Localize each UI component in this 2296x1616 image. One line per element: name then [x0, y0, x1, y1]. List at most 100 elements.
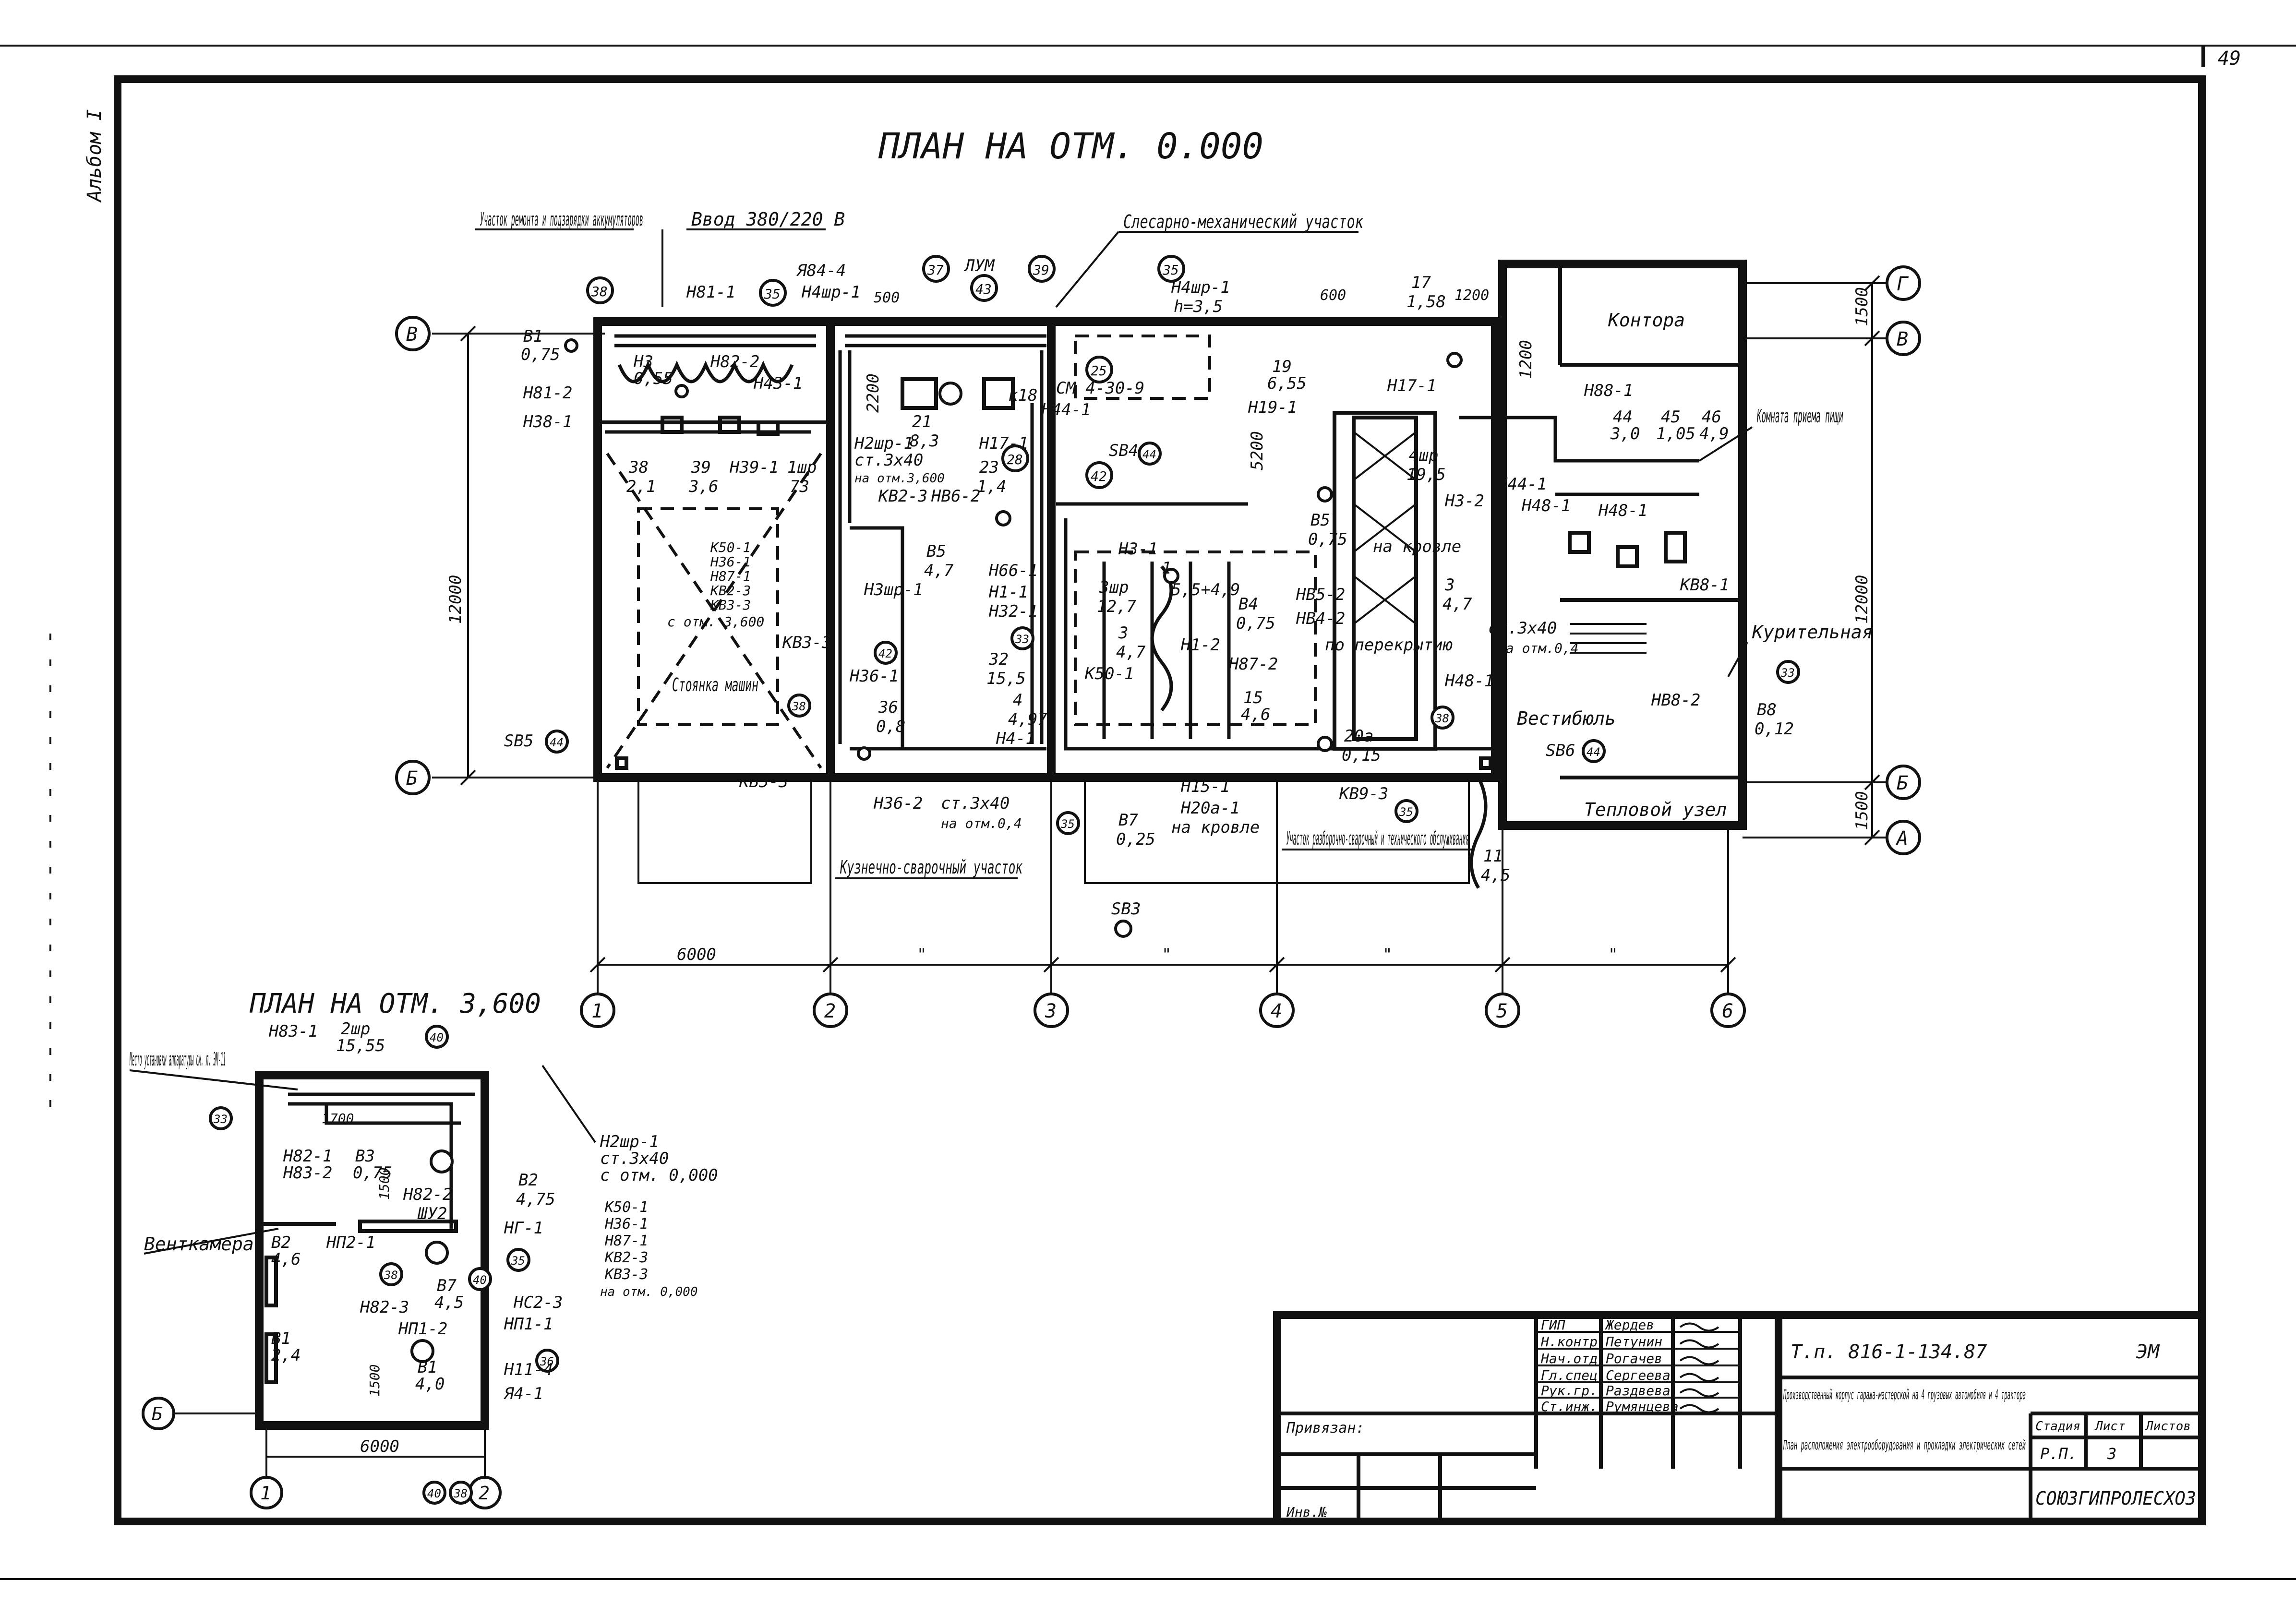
axis-marker-b: [395, 760, 431, 795]
label-n1-2: Н1-2: [1180, 635, 1220, 655]
small-marker-40b: [468, 1267, 492, 1291]
label-n44-1: Н44-1: [1041, 400, 1091, 419]
marker-37: [922, 255, 950, 283]
light-fixture: [995, 510, 1011, 527]
label-b4: В4: [1238, 595, 1258, 614]
marker-44b: [545, 730, 569, 754]
small-dim-1700: 1700: [322, 1111, 354, 1126]
equipment-motor: [938, 382, 962, 406]
small-axis-label-2: 2: [479, 1483, 490, 1504]
zone-mech: Слесарно-механический участок: [1123, 211, 1364, 232]
stamp-name: Петунин: [1605, 1334, 1662, 1350]
dim-6000: 6000: [677, 945, 716, 964]
small-plan-cables: [288, 1092, 475, 1229]
marker-33b: [1776, 660, 1800, 684]
axis-marker-b-right: [1886, 765, 1921, 800]
small-plan-outline: [255, 1071, 489, 1430]
small-marker-35: [506, 1248, 530, 1272]
label-b5-value: 0,75: [1308, 530, 1347, 549]
axis-marker-v: [395, 316, 431, 351]
marker-39-text: 39: [1033, 262, 1049, 278]
marker-38c: [1430, 706, 1455, 730]
fixture-box-3: [1664, 531, 1687, 563]
axis-marker-1: [580, 993, 615, 1028]
stamp-doc-code: Т.п. 816-1-134.87: [1791, 1341, 1987, 1363]
label-n48-1c: Н48-1: [1598, 501, 1647, 520]
axis-label-1: 1: [591, 1000, 603, 1022]
label-b7: В7: [1118, 811, 1138, 830]
label-n3shr: Н3шр-1: [864, 580, 923, 599]
marker-28: [1001, 444, 1029, 472]
small-marker-40c: [422, 1481, 446, 1505]
light-fixture: [857, 746, 871, 761]
drawing-frame: [114, 75, 2206, 1525]
small-zone-vent-leader: [144, 1228, 279, 1255]
dim-12000-left: 12000: [446, 575, 465, 624]
small-label-b7-value: 4,5: [434, 1293, 464, 1312]
label-n66-1: Н66-1: [988, 561, 1038, 580]
marker-38b-text: 38: [792, 700, 806, 713]
axis-label-b: Б: [406, 767, 418, 790]
label-na-krovle: на кровле: [1373, 537, 1461, 556]
small-label-n83-1: Н83-1: [268, 1022, 318, 1041]
label-nv8-2: НВ8-2: [1651, 691, 1700, 710]
small-axis-label-1: 1: [260, 1483, 271, 1504]
dim-1500-bottom: 1500: [1852, 791, 1872, 830]
fixture-box-2: [1616, 545, 1639, 568]
crane-track: [1352, 416, 1418, 741]
axis-label-3: 3: [1045, 1000, 1057, 1022]
small-dim-6000: 6000: [360, 1437, 399, 1456]
label-n17-value: 1,58: [1406, 292, 1446, 311]
label-nv6-2: НВ6-2: [931, 487, 980, 506]
label-n11: 11: [1483, 847, 1503, 866]
small-dim-1500b: 1500: [367, 1365, 383, 1397]
small-label-b3-value: 0,75: [353, 1163, 392, 1183]
stamp-sheets-label: Листов: [2145, 1419, 2191, 1434]
label-sb5: SB5: [504, 731, 533, 751]
label-b1-value: 0,75: [521, 345, 560, 364]
small-label-n82-3: Н82-3: [360, 1298, 409, 1317]
small-label-nn2-1: НП2-1: [326, 1233, 375, 1252]
label-k18: к18: [1008, 386, 1037, 405]
axis-label-2: 2: [824, 1000, 836, 1022]
small-axis-marker-1: [250, 1476, 283, 1509]
cable-risers: [838, 350, 1044, 744]
small-marker-40-text: 40: [430, 1031, 444, 1044]
label-n20a-1: Н20а-1: [1180, 799, 1240, 818]
small-plan-light: [430, 1149, 454, 1173]
label-nv5-2: НВ5-2: [1296, 585, 1345, 604]
small-label-b2-value: 4,75: [516, 1190, 555, 1209]
label-kv3-3: КВ3-3: [782, 633, 831, 652]
axis-marker-2: [813, 993, 848, 1028]
label-n81-2: Н81-2: [523, 383, 572, 403]
small-label-bl: В2: [271, 1233, 291, 1252]
small-label-n82-1: Н82-1: [283, 1147, 332, 1166]
label-n15-1: Н15-1: [1180, 777, 1230, 796]
label-h35: h=3,5: [1174, 297, 1223, 316]
stamp-inv: Инв.№: [1286, 1504, 1327, 1520]
label-n45-value: 1,05: [1656, 424, 1695, 443]
small-label-st340: ст.3х40: [600, 1149, 669, 1168]
label-n3-value: 4,7: [1116, 643, 1146, 662]
small-leader-n2shr1: [541, 1065, 596, 1143]
small-marker-35-text: 35: [511, 1254, 525, 1268]
small-label-2shr: 2шр: [341, 1019, 370, 1039]
cable-loop-battery: [617, 360, 794, 383]
label-b8: В8: [1757, 700, 1777, 719]
label-n1-1: Н1-1: [988, 583, 1028, 602]
marker-43: [970, 274, 998, 302]
axis-label-v-right: В: [1897, 328, 1908, 350]
marker-33-text: 33: [1015, 633, 1029, 646]
small-plan-panel: [358, 1220, 458, 1233]
label-n46-value: 4,9: [1699, 424, 1729, 443]
label-1shr: 1шр: [787, 458, 817, 477]
fixture-box-1: [1568, 531, 1591, 554]
album-label: Альбом I: [84, 109, 106, 203]
axis-label-b-right: Б: [1897, 772, 1908, 794]
label-na04b: на отм.0,4: [941, 815, 1022, 831]
small-marker-38: [379, 1262, 403, 1286]
dim-500: 500: [874, 289, 900, 306]
title-block: ГИП Н.контр. Нач.отд. Гл.спец. Рук.гр. С…: [1273, 1311, 2206, 1525]
charger-3: [757, 420, 780, 436]
